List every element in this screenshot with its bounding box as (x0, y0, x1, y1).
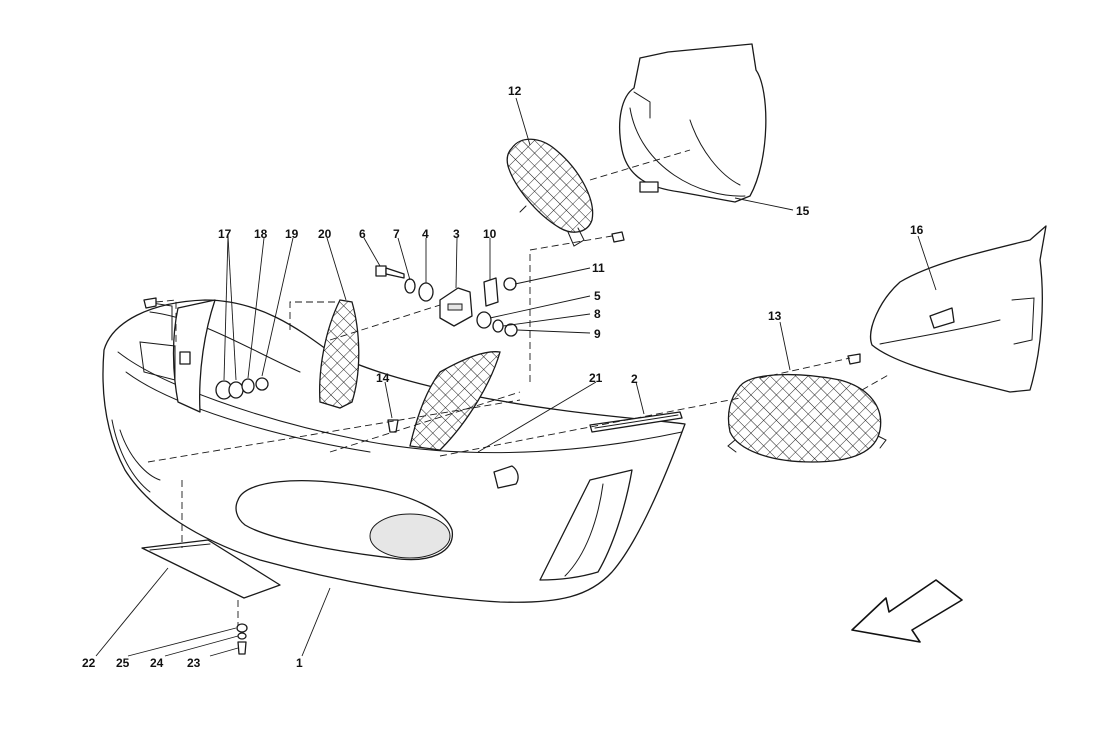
front-direction-arrow-icon (851, 579, 963, 643)
callout-19: 19 (285, 227, 299, 241)
callout-21: 21 (589, 371, 603, 385)
callout-11: 11 (592, 261, 605, 275)
callout-25: 25 (116, 656, 130, 670)
air-duct-15 (619, 43, 767, 203)
callout-1: 1 (296, 656, 303, 670)
air-duct-16 (870, 225, 1047, 393)
callout-12: 12 (508, 84, 522, 98)
mesh-insert-21 (409, 351, 501, 451)
callout-14: 14 (376, 371, 390, 385)
callout-16: 16 (910, 223, 924, 237)
callout-24: 24 (150, 656, 164, 670)
callout-22: 22 (82, 656, 96, 670)
callout-13: 13 (768, 309, 782, 323)
callout-8: 8 (594, 307, 601, 321)
callout-9: 9 (594, 327, 601, 341)
mesh-insert-20 (319, 299, 360, 409)
callout-23: 23 (187, 656, 201, 670)
leader-lines (95, 97, 937, 657)
oval-grille-12 (506, 138, 594, 247)
undertray-plate-22 (141, 539, 281, 599)
callout-18: 18 (254, 227, 268, 241)
callout-10: 10 (483, 227, 497, 241)
assembly-lines (147, 149, 891, 626)
oval-grille-13 (727, 373, 887, 463)
callout-6: 6 (359, 227, 366, 241)
callout-2: 2 (631, 372, 638, 386)
callout-5: 5 (594, 289, 601, 303)
callout-17: 17 (218, 227, 232, 241)
trim-strip-part (589, 411, 683, 433)
callout-4: 4 (422, 227, 429, 241)
callout-20: 20 (318, 227, 332, 241)
callout-labels: 1 2 3 4 5 6 7 8 9 10 11 12 13 14 15 16 1… (82, 84, 924, 670)
callout-15: 15 (796, 204, 810, 218)
callout-7: 7 (393, 227, 400, 241)
callout-3: 3 (453, 227, 460, 241)
